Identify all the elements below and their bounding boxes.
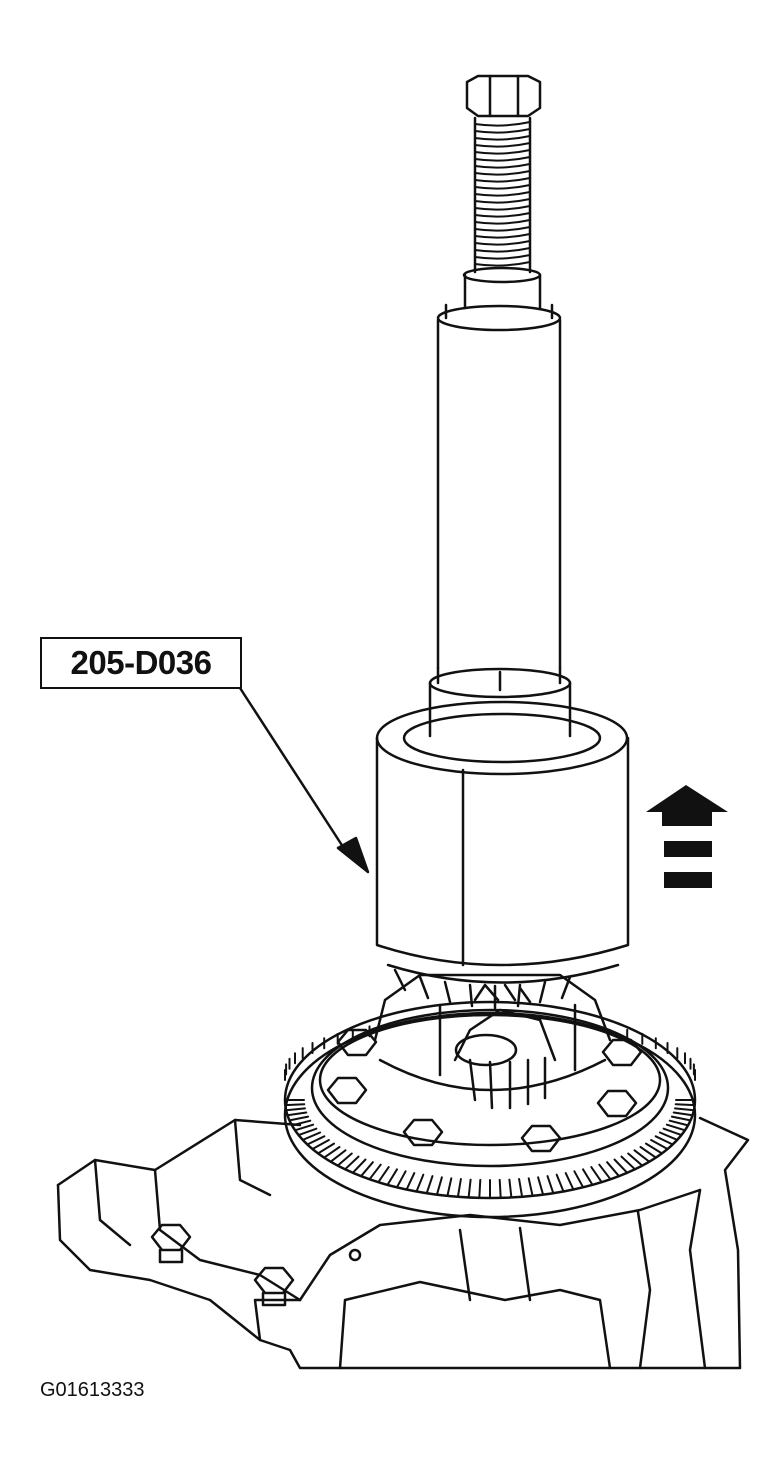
gear-teeth <box>284 1025 696 1199</box>
forcing-screw <box>462 116 542 310</box>
screw-threads <box>474 121 531 267</box>
callout-leader <box>238 686 370 874</box>
hex-bolt-icon <box>402 1118 444 1147</box>
differential-carrier <box>318 973 662 1147</box>
tool-callout-label: 205-D036 <box>40 637 242 689</box>
ring-gear <box>283 1000 697 1219</box>
hex-bolt-icon <box>601 1038 643 1067</box>
hex-bolt-icon <box>465 74 542 118</box>
transmission-case <box>56 1116 750 1370</box>
figure-id: G01613333 <box>40 1379 145 1401</box>
hex-bolt-icon <box>150 1223 192 1264</box>
shaft-collar <box>428 666 572 738</box>
puller-shaft <box>436 303 562 670</box>
hex-bolt-icon <box>520 1124 562 1153</box>
hex-bolt-icon <box>326 1076 368 1105</box>
puller-cup <box>375 700 630 1010</box>
hex-bolt-icon <box>253 1266 295 1307</box>
hex-bolt-icon <box>336 1028 378 1057</box>
hex-bolt-icon <box>596 1089 638 1118</box>
up-arrow-icon <box>646 785 728 888</box>
